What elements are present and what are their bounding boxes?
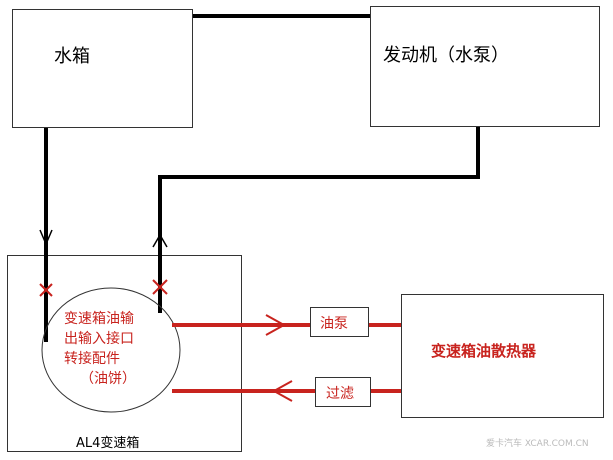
engine-label: 发动机（水泵） — [383, 45, 509, 66]
adapter-label-line3: 转接配件 — [64, 351, 120, 367]
engine-to-gearbox-pipe — [158, 127, 480, 313]
oil-adapter-ellipse — [41, 287, 181, 413]
cut-mark-left — [39, 283, 53, 297]
water-tank-box — [12, 9, 193, 128]
adapter-label-line2: 出输入接口 — [64, 331, 134, 347]
adapter-label-line4: （油饼） — [80, 371, 136, 387]
oil-out-arrow — [265, 314, 287, 336]
filter-box — [315, 377, 371, 407]
cooler-box — [401, 294, 604, 418]
cooler-label: 变速箱油散热器 — [431, 342, 537, 360]
watermark: 爱卡汽车 XCAR.COM.CN — [486, 439, 589, 449]
engine-box — [370, 6, 600, 127]
oil-return-arrow — [271, 380, 293, 402]
tank-arrow-down — [39, 229, 53, 246]
oil-pump-label: 油泵 — [320, 316, 348, 332]
engine-arrow-up — [152, 233, 168, 248]
oil-pump-box — [310, 307, 369, 337]
gearbox-label: AL4变速箱 — [76, 436, 140, 451]
cut-mark-right — [152, 279, 168, 295]
adapter-label-line1: 变速箱油输 — [64, 311, 134, 327]
water-tank-label: 水箱 — [54, 46, 90, 67]
filter-label: 过滤 — [326, 386, 354, 402]
